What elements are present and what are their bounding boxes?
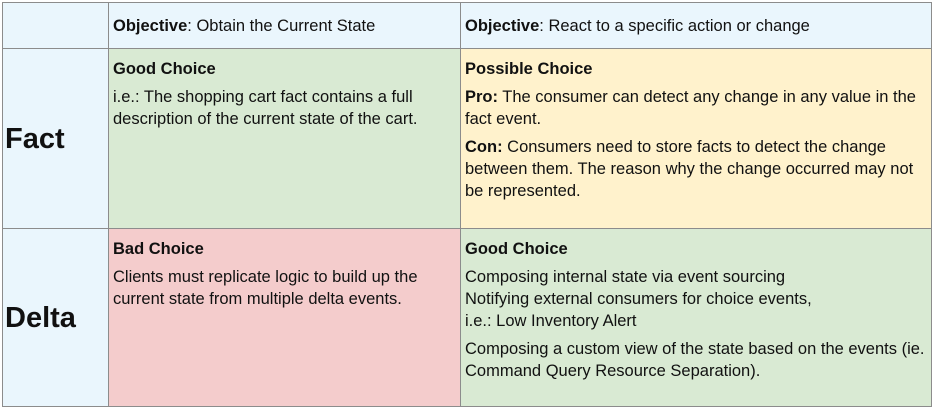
header-empty-cell	[3, 3, 109, 49]
cell-text: i.e.: The shopping cart fact contains a …	[113, 88, 418, 128]
con-paragraph: Con: Consumers need to store facts to de…	[465, 136, 929, 202]
header-react-change: Objective: React to a specific action or…	[461, 3, 932, 49]
cell-text: Clients must replicate logic to build up…	[113, 268, 418, 308]
cell-title: Possible Choice	[465, 60, 593, 78]
con-text: Consumers need to store facts to detect …	[465, 138, 914, 200]
pro-label: Pro:	[465, 88, 498, 106]
header-current-state: Objective: Obtain the Current State	[109, 3, 461, 49]
cell-text-lines: Composing internal state via event sourc…	[465, 266, 929, 332]
row-label-delta: Delta	[3, 229, 109, 407]
cell-line: i.e.: Low Inventory Alert	[465, 312, 637, 330]
header-objective-text: : Obtain the Current State	[187, 16, 376, 35]
fact-state-cell: Good Choice i.e.: The shopping cart fact…	[109, 49, 461, 229]
con-label: Con:	[465, 138, 503, 156]
cell-text: Composing a custom view of the state bas…	[465, 340, 925, 380]
header-objective-text: : React to a specific action or change	[539, 16, 810, 35]
pro-paragraph: Pro: The consumer can detect any change …	[465, 86, 929, 130]
header-objective-label: Objective	[465, 16, 540, 35]
header-objective-label: Objective	[113, 16, 188, 35]
cell-title: Good Choice	[113, 60, 216, 78]
cell-title: Bad Choice	[113, 240, 204, 258]
delta-state-cell: Bad Choice Clients must replicate logic …	[109, 229, 461, 407]
fact-react-cell: Possible Choice Pro: The consumer can de…	[461, 49, 932, 229]
cell-line: Notifying external consumers for choice …	[465, 290, 812, 308]
delta-react-cell: Good Choice Composing internal state via…	[461, 229, 932, 407]
row-label-fact: Fact	[3, 49, 109, 229]
cell-title: Good Choice	[465, 240, 568, 258]
pro-text: The consumer can detect any change in an…	[465, 88, 916, 128]
cell-line: Composing internal state via event sourc…	[465, 268, 786, 286]
